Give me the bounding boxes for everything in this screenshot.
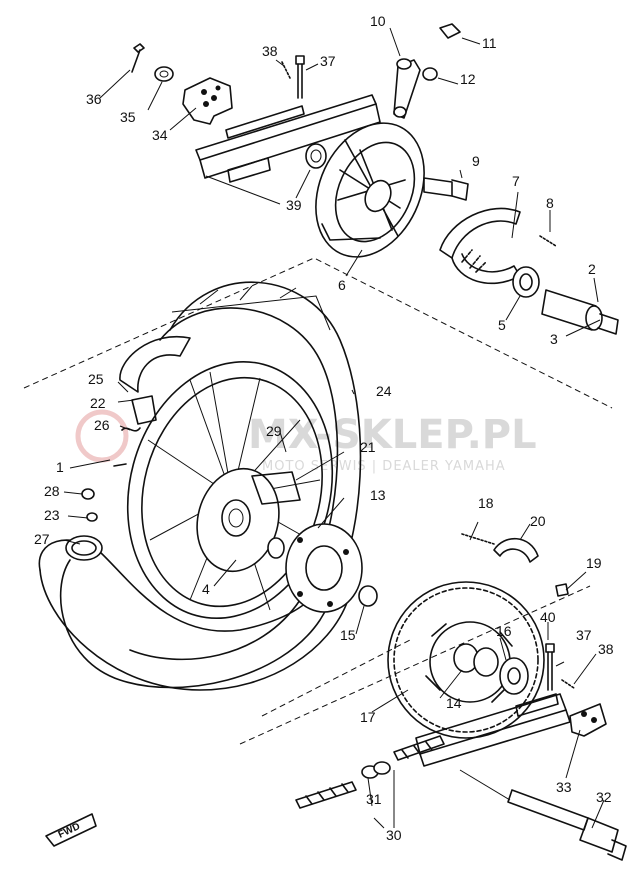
axle-collar-right xyxy=(499,643,575,695)
callout-31: 31 xyxy=(366,791,382,807)
upper-swingarm xyxy=(195,94,381,205)
reference-lines xyxy=(23,257,613,745)
brake-cam-lever xyxy=(393,23,461,119)
callout-7: 7 xyxy=(512,173,520,189)
callout-23: 23 xyxy=(44,507,60,523)
small-parts-left xyxy=(81,427,141,522)
callout-4: 4 xyxy=(202,581,210,597)
callout-37-top: 37 xyxy=(320,53,336,69)
leader-lines xyxy=(63,27,605,829)
lower-swingarm xyxy=(415,693,607,801)
callout-26: 26 xyxy=(94,417,110,433)
callout-14: 14 xyxy=(446,695,462,711)
callout-19: 19 xyxy=(586,555,602,571)
callout-32: 32 xyxy=(596,789,612,805)
callout-39: 39 xyxy=(286,197,302,213)
callout-22: 22 xyxy=(90,395,106,411)
chain-guard xyxy=(461,533,569,597)
callout-5: 5 xyxy=(498,317,506,333)
callout-37-bottom: 37 xyxy=(576,627,592,643)
callout-25: 25 xyxy=(88,371,104,387)
callout-36: 36 xyxy=(86,91,102,107)
tire xyxy=(38,535,349,691)
callout-6: 6 xyxy=(338,277,346,293)
rear-axle xyxy=(507,789,627,861)
callout-38-top: 38 xyxy=(262,43,278,59)
fwd-arrow: FWD xyxy=(45,813,97,847)
callout-21: 21 xyxy=(360,439,376,455)
callout-24: 24 xyxy=(376,383,392,399)
callout-3: 3 xyxy=(550,331,558,347)
callout-40: 40 xyxy=(540,609,556,625)
brake-panel xyxy=(305,122,425,258)
callout-15: 15 xyxy=(340,627,356,643)
callout-13: 13 xyxy=(370,487,386,503)
drive-chain xyxy=(295,735,445,809)
callout-2: 2 xyxy=(588,261,596,277)
callout-labels: 1 2 3 4 5 6 7 8 9 10 11 12 13 14 15 16 1… xyxy=(34,13,614,843)
callout-1: 1 xyxy=(56,459,64,475)
watermark-logo-circle xyxy=(75,409,129,463)
inner-tube xyxy=(119,335,191,425)
callout-33: 33 xyxy=(556,779,572,795)
callout-8: 8 xyxy=(546,195,554,211)
brake-camshaft xyxy=(423,177,469,201)
callout-29: 29 xyxy=(266,423,282,439)
rear-wheel xyxy=(59,281,362,689)
callout-17: 17 xyxy=(360,709,376,725)
chain-puller-left xyxy=(131,43,233,125)
callout-9: 9 xyxy=(472,153,480,169)
callout-30: 30 xyxy=(386,827,402,843)
brake-shoes xyxy=(439,207,557,285)
callout-16: 16 xyxy=(496,623,512,639)
fwd-label: FWD xyxy=(57,821,82,841)
rear-sprocket xyxy=(387,581,545,739)
callout-18: 18 xyxy=(478,495,494,511)
callout-27: 27 xyxy=(34,531,50,547)
watermark-subtitle: MOTO SERWIS | DEALER YAMAHA xyxy=(262,459,506,474)
callout-34: 34 xyxy=(152,127,168,143)
callout-28: 28 xyxy=(44,483,60,499)
callout-10: 10 xyxy=(370,13,386,29)
bearing-and-axle xyxy=(512,266,619,335)
callout-38-bottom: 38 xyxy=(598,641,614,657)
callout-20: 20 xyxy=(530,513,546,529)
sprocket-hub xyxy=(285,523,378,613)
callout-11: 11 xyxy=(482,35,497,51)
adjuster-bolt-top xyxy=(281,55,305,99)
watermark-title: MX-SKLEP.PL xyxy=(248,412,537,458)
callout-12: 12 xyxy=(460,71,476,87)
callout-35: 35 xyxy=(120,109,136,125)
